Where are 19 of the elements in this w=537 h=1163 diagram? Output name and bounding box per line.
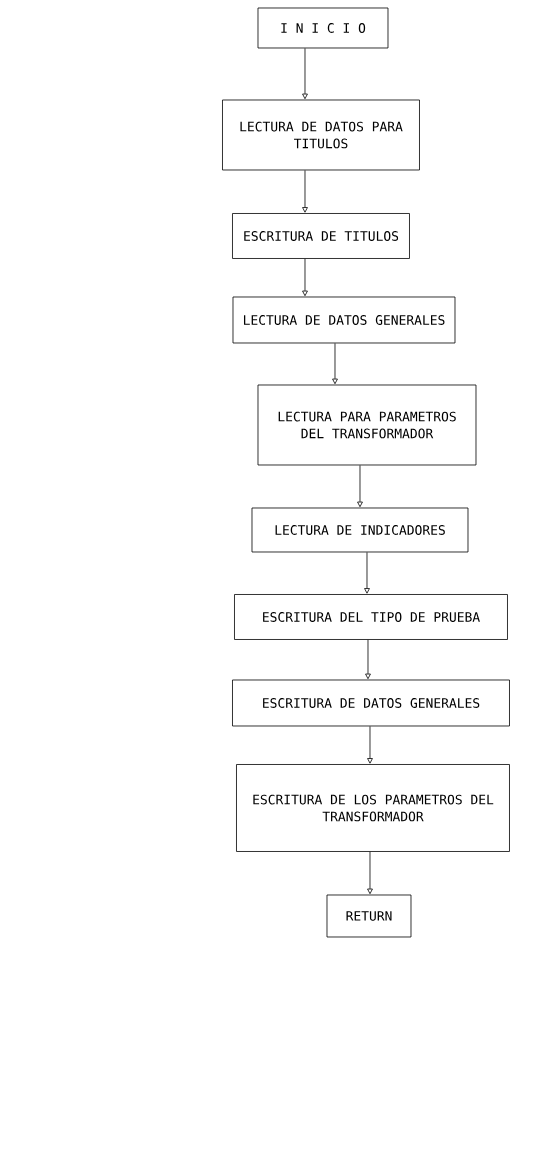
process-box: ESCRITURA DE LOS PARAMETROS DEL TRANSFORMADOR — [236, 764, 510, 852]
arrow — [365, 639, 371, 680]
process-box: LECTURA PARA PARAMETROS DEL TRANSFORMADOR — [257, 384, 477, 466]
arrow — [367, 726, 373, 764]
arrow — [367, 851, 373, 895]
process-box: RETURN — [326, 894, 412, 938]
process-box: ESCRITURA DE DATOS GENERALES — [232, 679, 510, 727]
process-box: LECTURA DE INDICADORES — [251, 507, 469, 553]
arrow — [302, 170, 308, 213]
arrow — [302, 48, 308, 100]
process-box: LECTURA DE DATOS PARA TITULOS — [222, 99, 420, 171]
arrow — [357, 465, 363, 508]
process-box: LECTURA DE DATOS GENERALES — [232, 296, 456, 344]
process-box: I N I C I O — [257, 7, 389, 49]
process-box: ESCRITURA DE TITULOS — [232, 213, 410, 259]
arrow — [332, 343, 338, 385]
arrow — [302, 258, 308, 297]
process-box: ESCRITURA DEL TIPO DE PRUEBA — [234, 594, 508, 640]
arrow — [364, 552, 370, 594]
